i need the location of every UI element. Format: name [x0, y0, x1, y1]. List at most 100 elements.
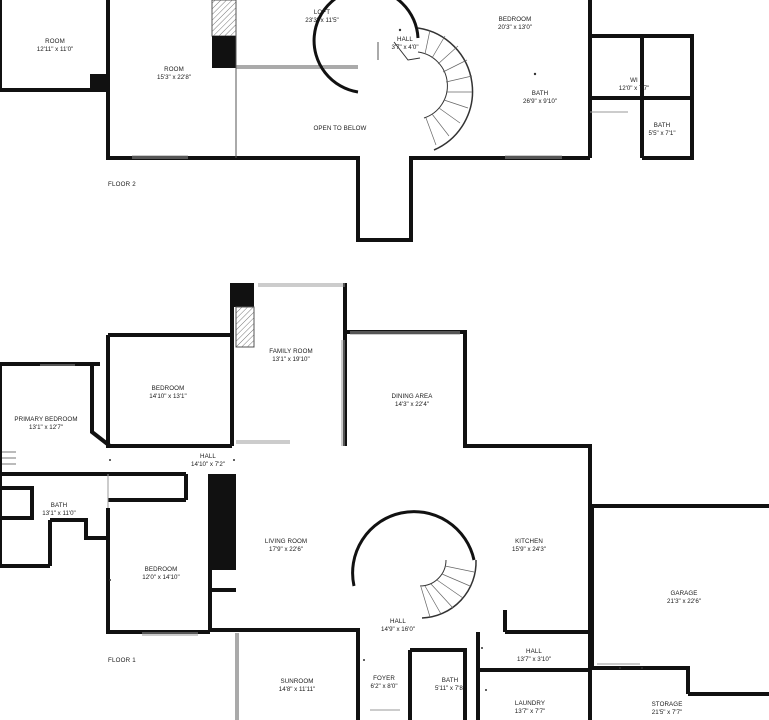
- room-label: BATH 26'9" x 9'10": [523, 90, 557, 106]
- room-dimensions: 5'5" x 7'1": [648, 130, 676, 137]
- wall: [592, 504, 769, 696]
- floor-1-thin-lines: [2, 283, 640, 720]
- room-name: HALL: [390, 618, 406, 625]
- room-label: LAUNDRY 13'7" x 7'7": [515, 700, 546, 716]
- room-dimensions: 12'0" x 14'10": [142, 574, 180, 581]
- room-label: BEDROOM 14'10" x 13'1": [149, 385, 186, 401]
- room-name: BATH: [441, 677, 459, 684]
- wall: [0, 486, 34, 520]
- wall: [230, 283, 347, 446]
- room-name: BEDROOM: [144, 566, 178, 573]
- floor-label: FLOOR 2: [108, 181, 136, 188]
- room-label: BEDROOM 20'3" x 13'0": [498, 16, 532, 32]
- room-label: ROOM 12'11" x 11'0": [37, 38, 73, 54]
- wall: [408, 648, 467, 720]
- room-dimensions: 13'7" x 3'10": [517, 656, 551, 663]
- floor-1-stair: [351, 510, 477, 619]
- chimney: [232, 283, 254, 307]
- room-dimensions: 13'1" x 11'0": [42, 510, 76, 517]
- room-label: LIVING ROOM 17'9" x 22'6": [265, 538, 307, 554]
- floor-2-stair: [312, 0, 474, 151]
- room-label: HALL 14'10" x 7'2": [191, 453, 225, 469]
- room-name: SUNROOM: [280, 678, 314, 685]
- room-dimensions: 13'1" x 19'10": [272, 356, 310, 363]
- floor-1-plan: [0, 283, 769, 720]
- wall: [108, 472, 188, 502]
- spiral-stair-inner: [419, 559, 447, 587]
- room-label: FOYER 6'2" x 8'0": [370, 675, 397, 691]
- room-dimensions: 13'7" x 7'7": [514, 708, 546, 715]
- room-label: STORAGE 21'5" x 7'7": [652, 701, 683, 717]
- room-dimensions: 15'3" x 22'8": [157, 74, 191, 81]
- wall: [90, 364, 112, 448]
- room-dimensions: 21'3" x 22'6": [667, 598, 701, 605]
- room-dimensions: 5'11" x 7'8": [434, 685, 466, 692]
- room-label: WI 12'0" x 7'7": [619, 77, 650, 93]
- room-name: STORAGE: [651, 701, 683, 708]
- room-label: PRIMARY BEDROOM 13'1" x 12'7": [14, 416, 77, 432]
- room-dimensions: 23'3" x 11'5": [305, 17, 339, 24]
- room-name: BATH: [531, 90, 549, 97]
- room-dimensions: 12'0" x 7'7": [618, 85, 650, 92]
- door-markers: [109, 28, 643, 691]
- wall: [0, 472, 108, 568]
- wall: [345, 330, 592, 500]
- fireplace: [235, 306, 255, 348]
- wall: [588, 34, 694, 160]
- room-dimensions: 13'1" x 12'7": [29, 424, 63, 431]
- fireplace: [211, 0, 237, 37]
- room-label: LOFT 23'3" x 11'5": [305, 9, 338, 25]
- room-name: LOFT: [313, 9, 331, 16]
- room-name: HALL: [200, 453, 216, 460]
- room-name: BEDROOM: [498, 16, 532, 23]
- room-label: SUNROOM 14'8" x 11'11": [279, 678, 315, 694]
- room-dimensions: 14'10" x 13'1": [149, 393, 187, 400]
- room-dimensions: 14'10" x 7'2": [191, 461, 225, 468]
- room-name: DINING AREA: [391, 393, 433, 400]
- room-name: PRIMARY BEDROOM: [14, 416, 78, 423]
- spiral-stair-outer: [421, 559, 477, 619]
- stair-opening: [312, 0, 420, 94]
- room-label: ROOM 15'3" x 22'8": [157, 66, 191, 82]
- room-label: HALL 13'7" x 3'10": [517, 648, 551, 664]
- floor-2-thin-lines: [132, 36, 628, 159]
- room-name: FOYER: [373, 675, 395, 682]
- room-label: HALL 14'9" x 16'0": [381, 618, 415, 634]
- room-label: OPEN TO BELOW: [314, 125, 367, 133]
- fireplace-block: [212, 36, 236, 68]
- floor-label: FLOOR 1: [108, 657, 136, 664]
- wall: [106, 0, 590, 242]
- room-name: OPEN TO BELOW: [313, 125, 367, 132]
- column: [90, 74, 108, 92]
- room-name: HALL: [397, 36, 413, 43]
- room-name: KITCHEN: [515, 538, 543, 545]
- wall: [0, 362, 100, 474]
- room-name: GARAGE: [670, 590, 698, 597]
- room-name: LIVING ROOM: [264, 538, 308, 545]
- room-name: ROOM: [45, 38, 65, 45]
- room-label: BATH 5'5" x 7'1": [648, 122, 675, 138]
- room-dimensions: 21'5" x 7'7": [651, 709, 683, 716]
- room-label: KITCHEN 15'9" x 24'3": [512, 538, 546, 554]
- room-label: FAMILY ROOM 13'1" x 19'10": [269, 348, 313, 364]
- room-dimensions: 14'8" x 11'11": [278, 686, 316, 693]
- room-dimensions: 26'9" x 9'10": [523, 98, 557, 105]
- room-label: DINING AREA 14'3" x 22'4": [392, 393, 433, 409]
- room-dimensions: 12'11" x 11'0": [36, 46, 74, 53]
- room-label: BATH 5'11" x 7'8": [435, 677, 465, 693]
- room-dimensions: 3'7" x 4'0": [391, 44, 419, 51]
- room-name: ROOM: [164, 66, 184, 73]
- room-label: BEDROOM 12'0" x 14'10": [142, 566, 179, 582]
- room-name: BATH: [50, 502, 68, 509]
- room-name: WI: [630, 77, 638, 84]
- floor-2-plan: [0, 0, 694, 242]
- room-dimensions: 20'3" x 13'0": [498, 24, 532, 31]
- wall: [476, 632, 590, 720]
- room-name: FAMILY ROOM: [269, 348, 313, 355]
- room-label: GARAGE 21'3" x 22'6": [667, 590, 701, 606]
- spiral-stair-outer: [417, 27, 474, 151]
- room-label: HALL 3'7" x 4'0": [391, 36, 418, 52]
- room-name: HALL: [526, 648, 542, 655]
- room-dimensions: 6'2" x 8'0": [370, 683, 398, 690]
